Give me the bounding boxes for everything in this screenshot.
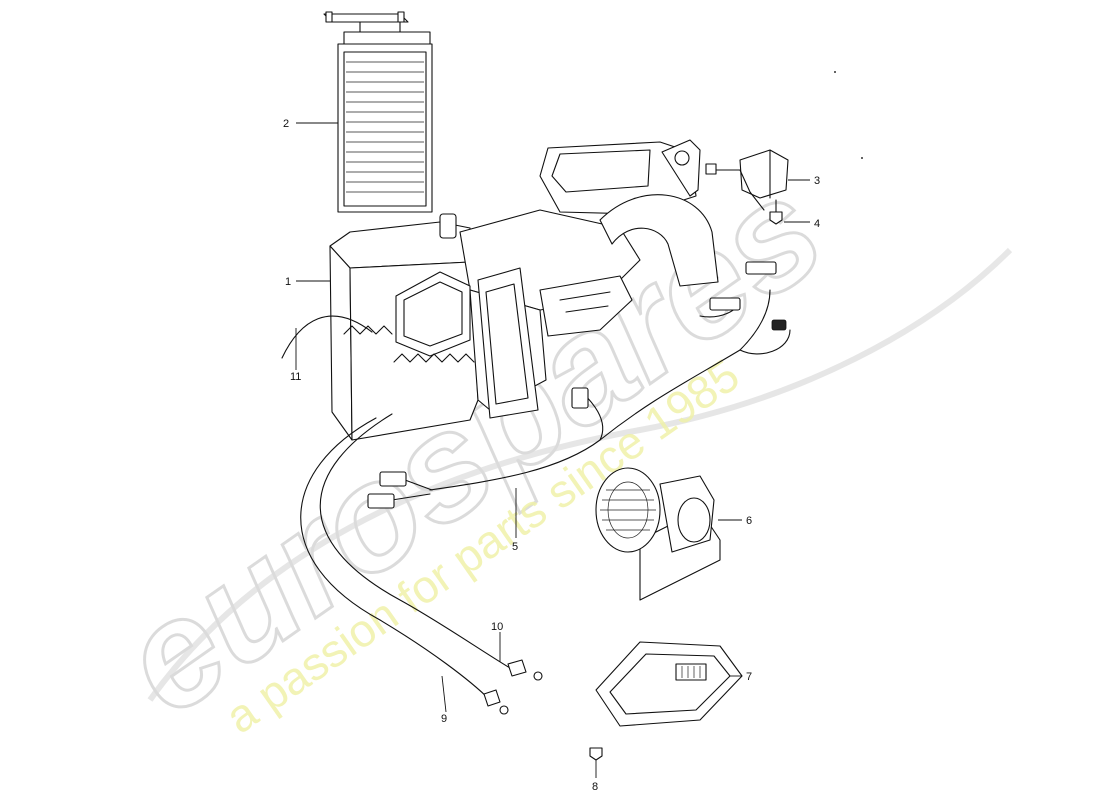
speck (861, 157, 863, 159)
heater-core (323, 11, 433, 213)
callout-8: 8 (592, 781, 598, 793)
screw (589, 747, 603, 761)
cover-bracket (595, 641, 743, 727)
callout-9: 9 (441, 713, 447, 725)
callout-7: 7 (746, 671, 752, 683)
sensor-actuator (705, 149, 789, 211)
callout-labels: 1 2 3 4 5 6 7 8 9 10 11 (283, 118, 820, 793)
leader-9 (441, 675, 447, 713)
callout-5: 5 (512, 541, 518, 553)
callout-3: 3 (814, 175, 820, 187)
callout-2: 2 (283, 118, 289, 130)
heater-housing (329, 139, 719, 441)
callout-6: 6 (746, 515, 752, 527)
wiring-harness (367, 261, 791, 509)
callout-4: 4 (814, 218, 820, 230)
callout-10: 10 (491, 621, 503, 633)
bolt (769, 199, 783, 225)
blower-motor (595, 467, 721, 601)
callout-1: 1 (285, 276, 291, 288)
control-cables (281, 315, 543, 715)
watermark-swoosh (147, 247, 1013, 702)
leader-lines (295, 122, 810, 778)
callout-11: 11 (290, 371, 301, 383)
speck (834, 71, 836, 73)
